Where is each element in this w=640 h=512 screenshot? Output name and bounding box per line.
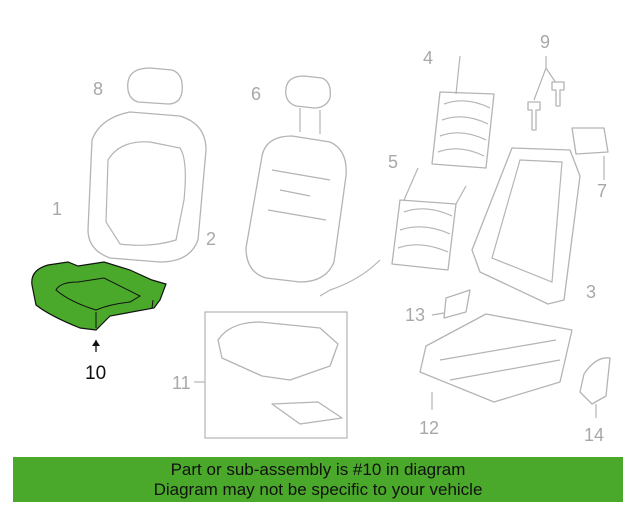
part-11-cushion-kit [194,311,348,439]
part-9-bolts[interactable] [527,56,565,131]
callout-5[interactable]: 5 [388,152,398,172]
part-2-seat-back-cover[interactable] [245,135,347,283]
part-12-seat-track[interactable] [419,313,573,410]
part-14-side-cover[interactable] [579,357,611,418]
callout-9[interactable]: 9 [540,32,550,52]
callout-7[interactable]: 7 [597,181,607,201]
callout-4[interactable]: 4 [423,48,433,68]
part-1-seat-back[interactable] [87,111,207,263]
banner-line-1: Part or sub-assembly is #10 in diagram [170,460,466,479]
callout-3[interactable]: 3 [586,282,596,302]
callout-10[interactable]: 10 [85,363,106,384]
part-10-seat-cushion[interactable] [31,261,167,352]
banner-line-2: Diagram may not be specific to your vehi… [153,480,483,499]
callout-6[interactable]: 6 [251,84,261,104]
part-8-headrest[interactable] [127,67,183,105]
part-5-wire-frame[interactable] [319,167,467,297]
part-4-back-panel[interactable] [431,55,495,169]
info-banner: Part or sub-assembly is #10 in diagram D… [13,457,623,502]
callout-1[interactable]: 1 [52,199,62,219]
callout-11[interactable]: 11 [172,373,191,393]
callout-13[interactable]: 13 [405,305,425,325]
part-13-clip[interactable] [431,289,471,319]
part-6-headrest[interactable] [285,75,331,134]
callout-14[interactable]: 14 [584,425,604,445]
callout-8[interactable]: 8 [93,79,103,99]
part-3-seat-frame[interactable] [471,147,581,305]
part-7-bracket[interactable] [571,127,609,180]
callout-12[interactable]: 12 [419,418,439,438]
callout-2[interactable]: 2 [206,229,216,249]
